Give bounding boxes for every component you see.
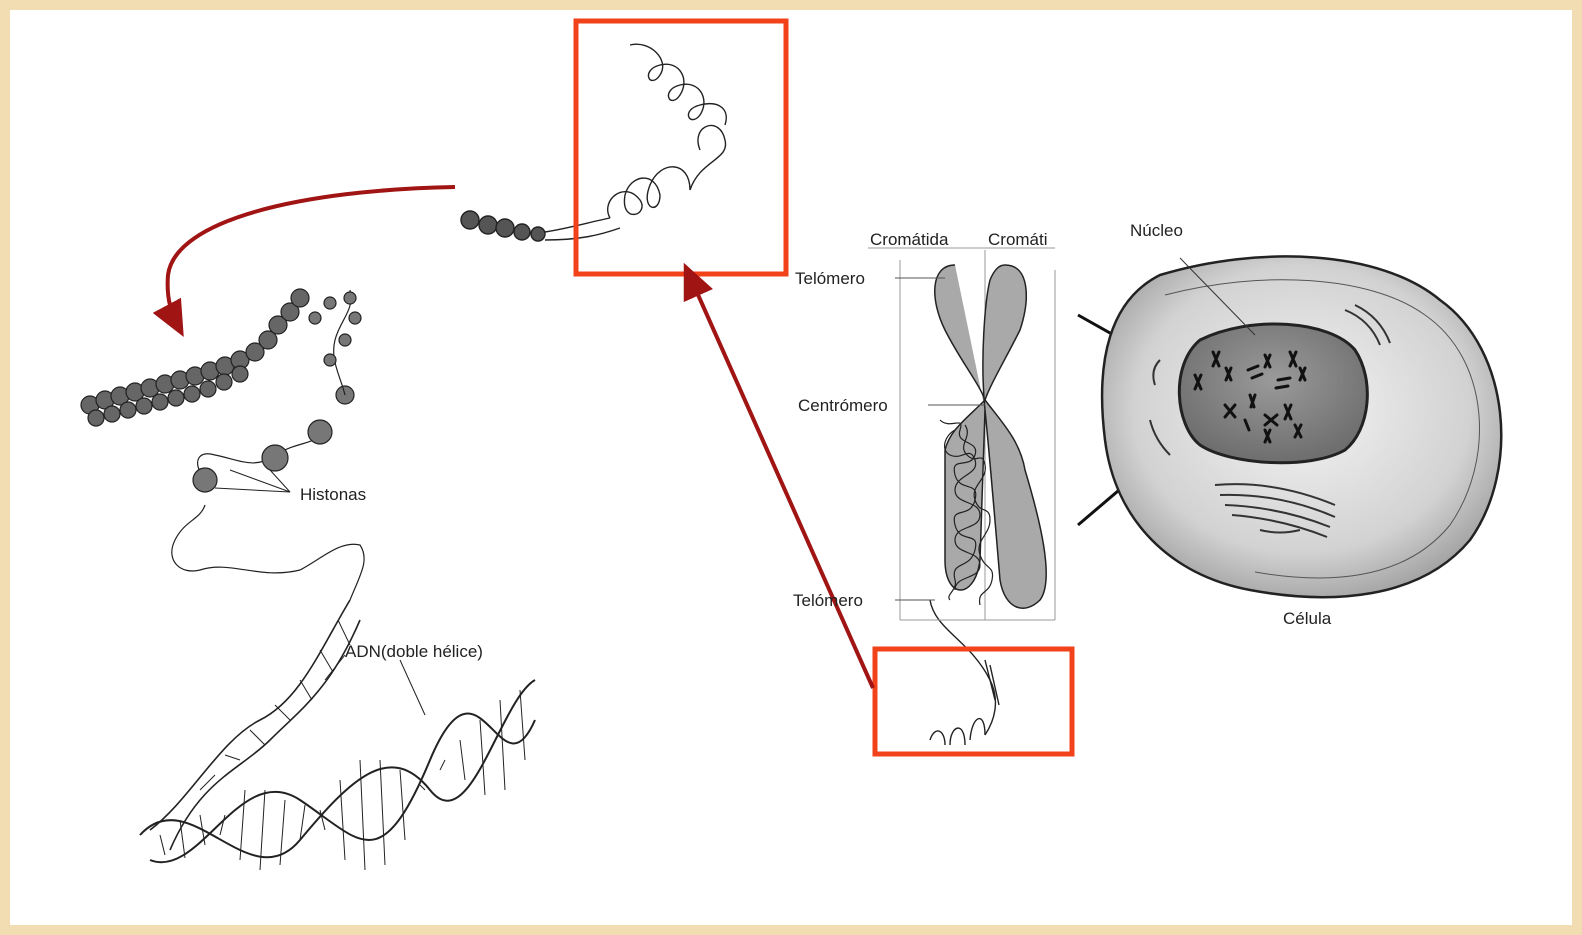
dna-double-helix xyxy=(140,505,535,870)
coiled-fiber-top xyxy=(461,44,726,241)
arrow-to-chromatin xyxy=(168,187,455,330)
chromatid-left-label: Cromátida xyxy=(870,230,949,249)
highlight-box-top xyxy=(576,21,786,274)
highlight-box-bottom xyxy=(875,649,1072,754)
telomere-top-label: Telómero xyxy=(795,269,865,288)
histones-label: Histonas xyxy=(300,485,366,504)
telomere-bottom-label: Telómero xyxy=(793,591,863,610)
chromatid-left xyxy=(935,265,985,590)
arrow-to-top-box xyxy=(687,270,873,688)
cell-label: Célula xyxy=(1283,609,1332,628)
histone-leaders xyxy=(215,470,290,492)
centromere-label: Centrómero xyxy=(798,396,888,415)
dna-label: ADN(doble hélice) xyxy=(345,642,483,661)
coiled-fiber-bottom xyxy=(930,600,999,745)
chromatid-right xyxy=(983,265,1046,608)
chromatid-right-label: Cromáti xyxy=(988,230,1048,249)
chromatin-fiber xyxy=(81,289,309,426)
nucleus-label: Núcleo xyxy=(1130,221,1183,240)
nucleus xyxy=(1179,324,1367,463)
